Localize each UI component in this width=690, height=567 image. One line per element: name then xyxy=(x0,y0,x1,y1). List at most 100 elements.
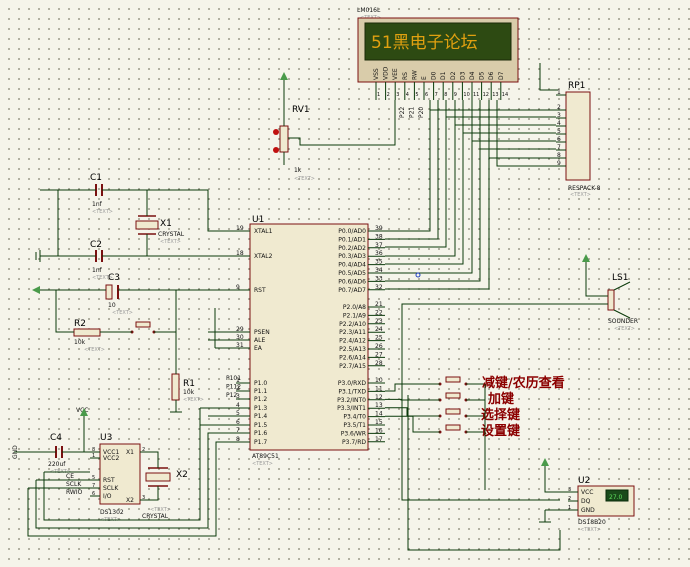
u3-pin-name: RST xyxy=(103,477,115,484)
lcd-net-label: P21 xyxy=(409,107,416,118)
lcd-pin-name: D1 xyxy=(440,71,447,80)
r2-text-tag: <TEXT> xyxy=(84,347,105,353)
u1-p2-pin-name: P2.2/A10 xyxy=(339,321,366,328)
u1-p2-pin-number: 24 xyxy=(375,326,383,333)
rp1-text-tag: <TEXT> xyxy=(570,192,591,198)
osc-wires xyxy=(35,189,250,262)
sounder-vcc-arrow xyxy=(582,254,590,262)
r2-resistor[interactable]: R2 10k <TEXT> xyxy=(73,319,105,353)
rp1-pin-number: 3 xyxy=(557,112,561,119)
u1-left-pin-number: 4 xyxy=(236,402,240,409)
u1-p2-pin-name: P2.6/A14 xyxy=(339,354,366,361)
u3-pin-number: 1 xyxy=(92,453,95,459)
u1-p3-pin-number: 12 xyxy=(375,394,383,401)
x2-text-tag: <TEXT> xyxy=(150,507,171,513)
sounder-wires xyxy=(401,262,608,501)
u2-pin-number: 1 xyxy=(568,505,571,511)
c1-text-tag: <TEXT> xyxy=(92,209,113,215)
u1-body xyxy=(249,223,369,451)
u1-p0-pin-number: 32 xyxy=(375,284,383,291)
u3-net-label: CE xyxy=(66,473,74,480)
u1-left-pins: XTAL119XTAL218RST9PSEN29ALE30EA31P1.01P1… xyxy=(236,225,273,446)
x1-crystal[interactable]: X1 CRYSTAL <TEXT> xyxy=(135,215,185,245)
u1-p3-pin-name: P3.5/T1 xyxy=(343,422,366,429)
u2-pin-name: DQ xyxy=(581,498,591,505)
ls1-sounder[interactable]: LS1 SOUNDER <TEXT> xyxy=(607,273,638,332)
x2-crystal[interactable]: X2 CRYSTAL <TEXT> xyxy=(142,467,188,520)
u2-pin-number: 2 xyxy=(568,496,571,502)
u3-net-label: SCLK xyxy=(66,481,82,488)
lcd-screen xyxy=(364,22,512,61)
reset-button[interactable] xyxy=(130,321,156,334)
rv1-potentiometer[interactable]: RV1 1k <TEXT> xyxy=(273,72,396,182)
rv1-text-tag: <TEXT> xyxy=(294,176,315,182)
function-button-2[interactable]: 加键 xyxy=(385,391,514,407)
u1-left-pin-name: P1.2 xyxy=(254,396,267,403)
lcd-pin-name: D7 xyxy=(498,71,505,80)
rp1-pin-number: 9 xyxy=(557,160,561,167)
r1-text-tag: <TEXT> xyxy=(183,397,204,403)
rp1-pin-number: 7 xyxy=(557,144,561,151)
x1-text-tag: <TEXT> xyxy=(160,239,181,245)
u1-p2-pin-number: 21 xyxy=(375,301,383,308)
u3-pin-name: I/O xyxy=(103,493,112,500)
lcd-pin-name: D5 xyxy=(479,71,486,80)
rp1-pin-number: 5 xyxy=(557,128,561,135)
c3-ref: C3 xyxy=(108,273,120,283)
c2-ref: C2 xyxy=(90,240,102,250)
lcd-pin-number: 3 xyxy=(396,92,399,98)
u1-p2-pin-name: P2.3/A11 xyxy=(339,329,366,336)
x2-model: CRYSTAL xyxy=(142,513,169,520)
c3-value: 10 xyxy=(108,302,116,309)
u3-pin-name: SCLK xyxy=(103,485,119,492)
u1-p3-pin-number: 15 xyxy=(375,419,383,426)
u1-p1-net-label: P12 xyxy=(226,392,237,399)
function-button-4[interactable]: 设置键 xyxy=(385,415,520,439)
u1-p0-pin-number: 37 xyxy=(375,242,383,249)
u1-left-pin-number: 8 xyxy=(236,436,240,443)
u1-ref: U1 xyxy=(252,215,264,225)
u2-pin-number: 3 xyxy=(568,487,571,493)
u1-left-pin-name: XTAL2 xyxy=(254,253,273,260)
rv1-body xyxy=(279,125,289,153)
u1-left-pin-number: 30 xyxy=(236,334,244,341)
u1-p0-pin-name: P0.5/AD5 xyxy=(338,270,366,277)
c1-capacitor[interactable]: C1 1nf <TEXT> xyxy=(90,173,113,215)
u1-left-pin-name: EA xyxy=(254,345,263,352)
c3-capacitor[interactable]: C3 10 <TEXT> xyxy=(105,273,133,316)
u1-mcu[interactable]: U1 AT89C51 <TEXT> XTAL119XTAL218RST9PSEN… xyxy=(226,215,385,467)
lcd-pin-number: 12 xyxy=(483,92,489,98)
u3-body xyxy=(99,443,141,505)
function-button-3[interactable]: 选择键 xyxy=(385,407,520,423)
probe-marker xyxy=(415,272,421,278)
u2-ref: U2 xyxy=(578,476,590,486)
x1-model: CRYSTAL xyxy=(158,231,185,238)
rp1-pin-number: 2 xyxy=(557,104,561,111)
u1-p0-pin-name: P0.7/AD7 xyxy=(338,287,366,294)
function-button-1[interactable]: 减键/农历查看 xyxy=(385,375,565,392)
u1-left-pin-name: P1.6 xyxy=(254,430,267,437)
u3-pin-name: X2 xyxy=(126,497,134,504)
lcd-module[interactable]: LM016L <TEXT> 51黑电子论坛 VSS1VDD2VEE3RS4RW5… xyxy=(357,7,519,118)
lcd-pin-number: 9 xyxy=(454,92,457,98)
lcd-pin-name: D0 xyxy=(431,71,438,80)
reset-vcc-arrow xyxy=(32,286,40,294)
u2-pin-name: GND xyxy=(581,507,595,514)
r1-resistor[interactable]: R1 10k <TEXT> xyxy=(171,373,204,403)
u1-left-pin-number: 6 xyxy=(236,419,240,426)
lcd-pin-name: D6 xyxy=(488,71,495,80)
u1-p3-pin-number: 11 xyxy=(375,385,383,392)
c1-ref: C1 xyxy=(90,173,102,183)
u1-p0-pin-number: 34 xyxy=(375,267,383,274)
c4-capacitor[interactable]: C4 220uf <TEXT> xyxy=(48,433,71,475)
rp1-pin-number: 8 xyxy=(557,152,561,159)
lcd-pin-number: 14 xyxy=(502,92,508,98)
u2-vcc-arrow xyxy=(541,458,549,466)
u2-model: DS18B20 xyxy=(578,519,606,526)
u1-p3-pin-name: P3.0/RXD xyxy=(338,380,366,387)
